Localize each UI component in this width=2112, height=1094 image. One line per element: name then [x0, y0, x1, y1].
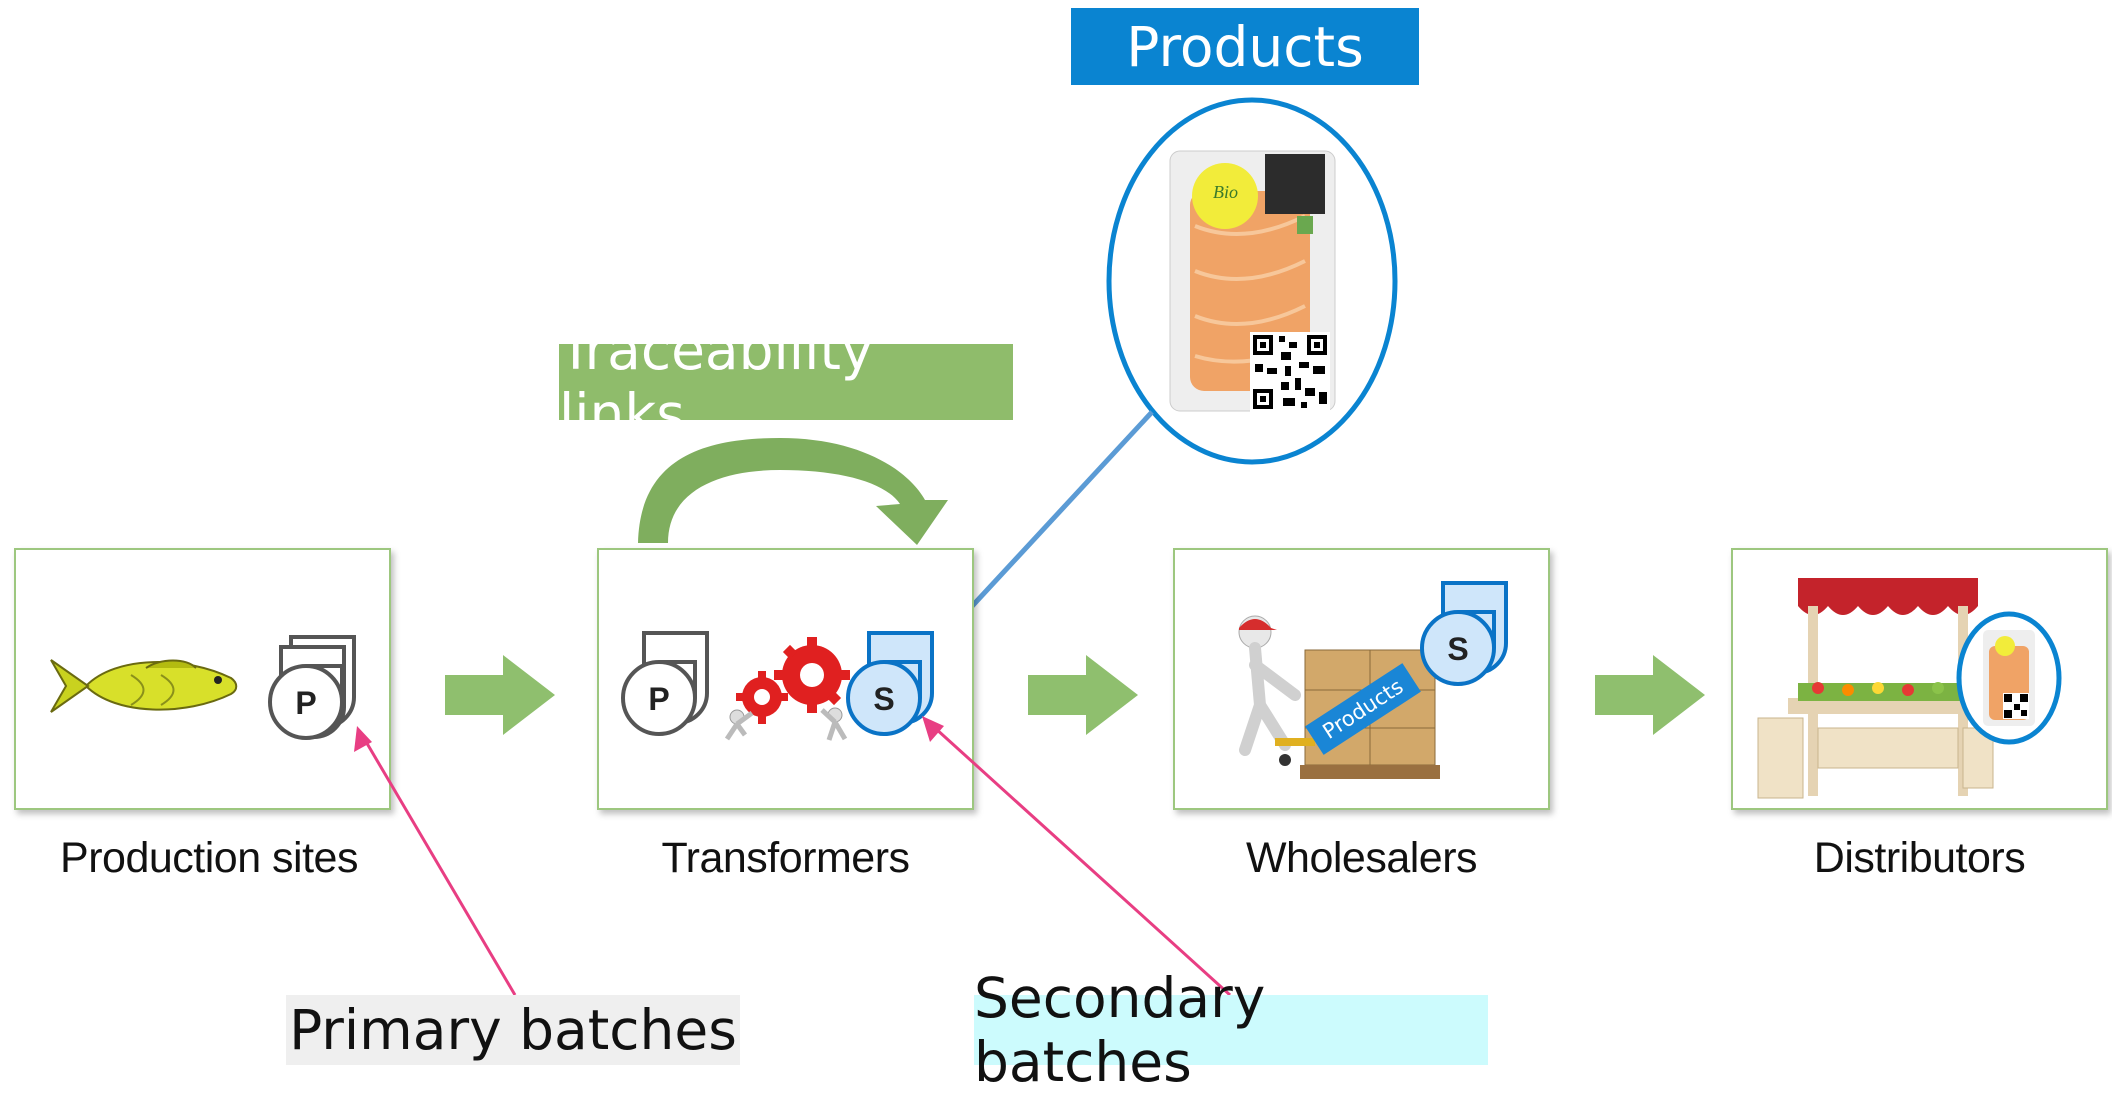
- eco-label: [1297, 216, 1313, 234]
- stage-box-wholesalers: Products S: [1173, 548, 1550, 810]
- primary-batches-label: Primary batches: [286, 995, 740, 1065]
- secondary-batch-badge-wholesalers: S: [1420, 581, 1508, 686]
- package-brand: Bio: [1213, 182, 1238, 202]
- fish-icon: [50, 659, 238, 713]
- secondary-batches-label: Secondary batches: [974, 966, 1488, 1094]
- flow-arrow-3: [1595, 655, 1705, 735]
- primary-batch-badge: P: [268, 635, 356, 740]
- stage-box-transformers: P S: [597, 548, 974, 810]
- svg-text:P: P: [295, 685, 316, 721]
- svg-text:S: S: [873, 681, 894, 717]
- product-package-ellipse: Bio: [1106, 97, 1398, 465]
- stage-label-distributors: Distributors: [1813, 834, 2026, 882]
- gears-workers-icon: [724, 637, 850, 741]
- flow-arrow-1: [445, 655, 555, 735]
- svg-text:P: P: [648, 681, 669, 717]
- bio-sticker: [1192, 163, 1258, 229]
- flow-arrow-2: [1028, 655, 1138, 735]
- products-title: Products: [1071, 8, 1419, 85]
- svg-text:S: S: [1447, 631, 1468, 667]
- secondary-pointer-line: [933, 726, 1232, 997]
- stage-label-transformers: Transformers: [661, 834, 910, 882]
- secondary-batch-badge-transformers: S: [846, 631, 934, 736]
- secondary-pointer-head: [922, 716, 944, 742]
- product-link-line: [948, 410, 1154, 632]
- pink-pointer-arrows: [354, 716, 1232, 997]
- primary-batch-badge-transformers: P: [621, 631, 709, 736]
- traceability-curved-arrow: [638, 438, 948, 545]
- stage-box-production-sites: P: [14, 548, 391, 810]
- distributor-product-ellipse: [1956, 611, 2062, 745]
- stage-box-distributors: [1731, 548, 2108, 810]
- stage-label-wholesalers: Wholesalers: [1245, 834, 1478, 882]
- primary-pointer-head: [354, 726, 372, 752]
- package-qr-icon: [1250, 332, 1330, 412]
- primary-pointer-line: [363, 739, 517, 996]
- stage-label-production-sites: Production sites: [60, 834, 358, 882]
